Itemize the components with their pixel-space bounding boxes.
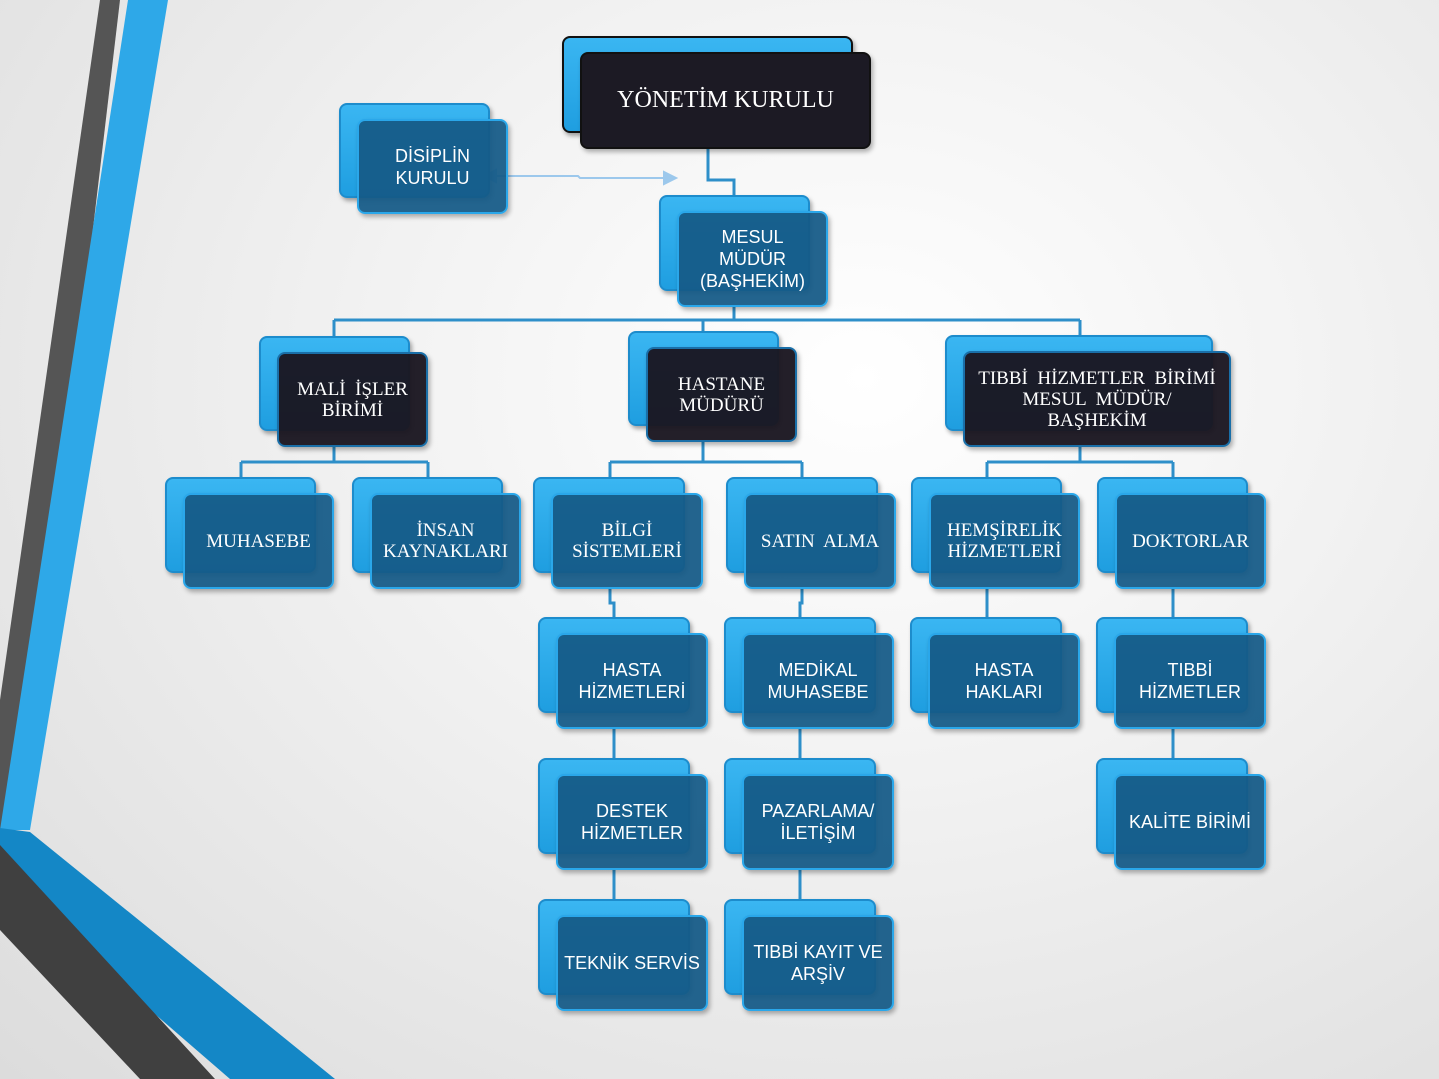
node-box: YÖNETİM KURULU: [580, 52, 871, 149]
node-label-line: HAKLARI: [965, 682, 1043, 702]
node-label-line: TIBBİ KAYIT VE: [753, 942, 883, 962]
org-node-muhasebe: MUHASEBE: [165, 477, 334, 589]
node-label-line: YÖNETİM KURULU: [617, 87, 834, 113]
node-label-line: DOKTORLAR: [1132, 530, 1249, 552]
node-label-line: DİSİPLİN: [394, 145, 471, 166]
node-label-line: BAŞHEKİM: [1047, 409, 1147, 431]
node-label-line: KALİTE BİRİMİ: [1128, 812, 1252, 832]
node-label-line: ARŞİV: [790, 964, 846, 984]
node-label-line: HASTA: [602, 660, 662, 680]
node-label-line: BİLGİ: [601, 520, 653, 541]
node-label-line: KURULU: [395, 167, 470, 188]
node-label-line: HİZMETLER: [1138, 682, 1241, 702]
node-label-line: MESUL: [721, 227, 784, 247]
node-label-line: İNSAN: [416, 520, 475, 541]
node-label-line: HEMŞİRELİK: [946, 520, 1063, 541]
org-node-satin: SATIN ALMA: [726, 477, 896, 589]
node-box: SATIN ALMA: [744, 493, 896, 589]
node-box: PAZARLAMA/İLETİŞİM: [742, 774, 894, 870]
node-label-line: PAZARLAMA/: [761, 801, 875, 821]
node-label-line: SATIN ALMA: [760, 530, 880, 552]
node-label-line: MEDİKAL: [778, 660, 858, 680]
node-label-line: HASTA: [974, 660, 1034, 680]
node-label-line: KAYNAKLARI: [383, 541, 508, 562]
node-label-line: MUHASEBE: [206, 530, 311, 552]
node-label-line: TIBBİ HİZMETLER BİRİMİ: [978, 367, 1216, 389]
node-label-line: HİZMETLER: [580, 823, 683, 843]
node-label-line: HİZMETLERİ: [947, 541, 1062, 562]
node-box: DOKTORLAR: [1115, 493, 1266, 589]
node-label-line: TEKNİK SERVİS: [564, 953, 700, 973]
node-label-line: MUHASEBE: [767, 682, 869, 702]
node-label-line: HİZMETLERİ: [578, 682, 686, 702]
org-node-yonetim: YÖNETİM KURULU: [562, 36, 871, 149]
org-node-kalite: KALİTE BİRİMİ: [1096, 758, 1266, 870]
org-node-doktorlar: DOKTORLAR: [1097, 477, 1266, 589]
node-label-line: BİRİMİ: [321, 399, 384, 421]
node-label-line: SİSTEMLERİ: [572, 541, 682, 562]
org-node-pazarlama: PAZARLAMA/İLETİŞİM: [724, 758, 894, 870]
org-node-teknik: TEKNİK SERVİS: [538, 899, 708, 1011]
node-label-line: İLETİŞİM: [780, 823, 856, 843]
node-label-line: MALİ İŞLER: [297, 378, 408, 400]
node-label-line: TIBBİ: [1167, 660, 1213, 680]
node-box: TEKNİK SERVİS: [556, 915, 708, 1011]
disiplin-arrow: [481, 168, 679, 186]
node-box: MUHASEBE: [183, 493, 334, 589]
node-box: KALİTE BİRİMİ: [1114, 774, 1266, 870]
node-label-line: (BAŞHEKİM): [699, 271, 805, 291]
node-label-line: MÜDÜRÜ: [679, 394, 764, 416]
node-label-line: DESTEK: [595, 801, 669, 821]
node-label-line: MÜDÜR: [719, 249, 786, 269]
node-label-line: HASTANE: [677, 373, 766, 395]
node-label-line: MESUL MÜDÜR/: [1022, 388, 1172, 410]
